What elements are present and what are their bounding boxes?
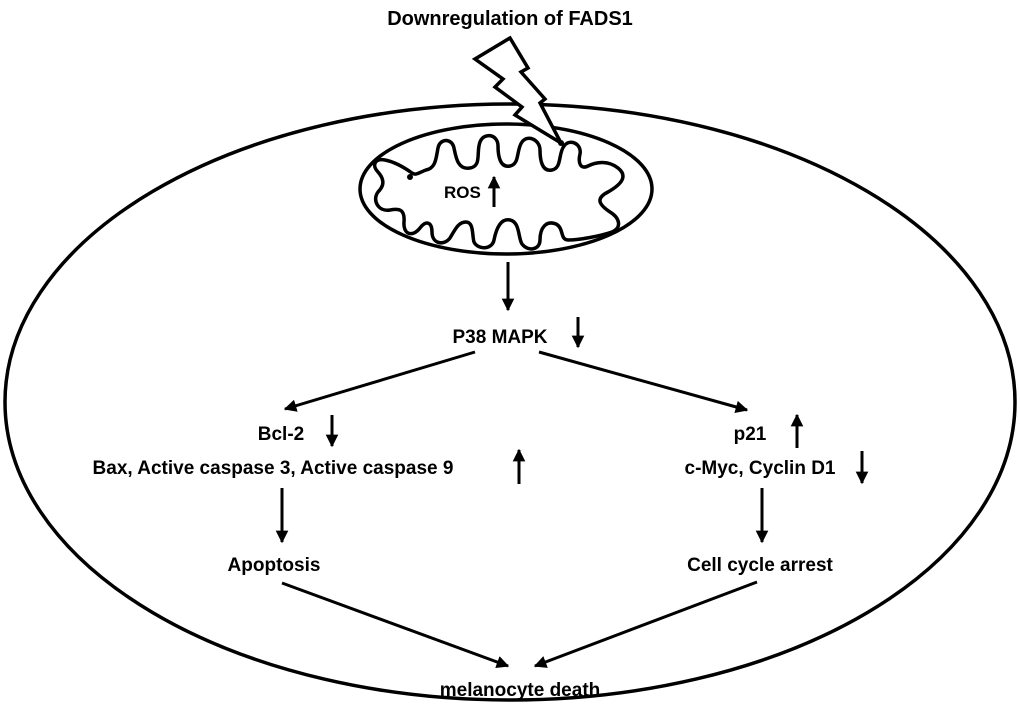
mitochondrion-cristae [372, 133, 625, 251]
arrow-p38-to-bcl2 [283, 350, 476, 412]
mitochondrion-outer-membrane [358, 122, 654, 256]
cristae-end-dot [407, 174, 413, 180]
arrow-arrest-to-death [533, 580, 758, 668]
melanocyte-death-label: melanocyte death [440, 680, 601, 701]
ros-label: ROS [444, 183, 481, 202]
arrow-apoptosis-to-death [281, 581, 510, 669]
apoptosis-label: Apoptosis [228, 555, 321, 576]
arrow-p38-to-p21 [538, 350, 749, 414]
bcl2-label: Bcl-2 [258, 424, 304, 445]
p38-mapk-label: P38 MAPK [452, 327, 547, 348]
bax-caspase-label: Bax, Active caspase 3, Active caspase 9 [93, 458, 454, 479]
cell-membrane [3, 102, 1017, 702]
cell-cycle-arrest-label: Cell cycle arrest [687, 555, 833, 576]
trigger-label: Downregulation of FADS1 [387, 8, 633, 30]
lightning-bolt-icon [471, 35, 566, 148]
bolt-tip-dot [558, 140, 564, 146]
p21-label: p21 [734, 424, 767, 445]
cmyc-cyclin-label: c-Myc, Cyclin D1 [685, 458, 836, 479]
